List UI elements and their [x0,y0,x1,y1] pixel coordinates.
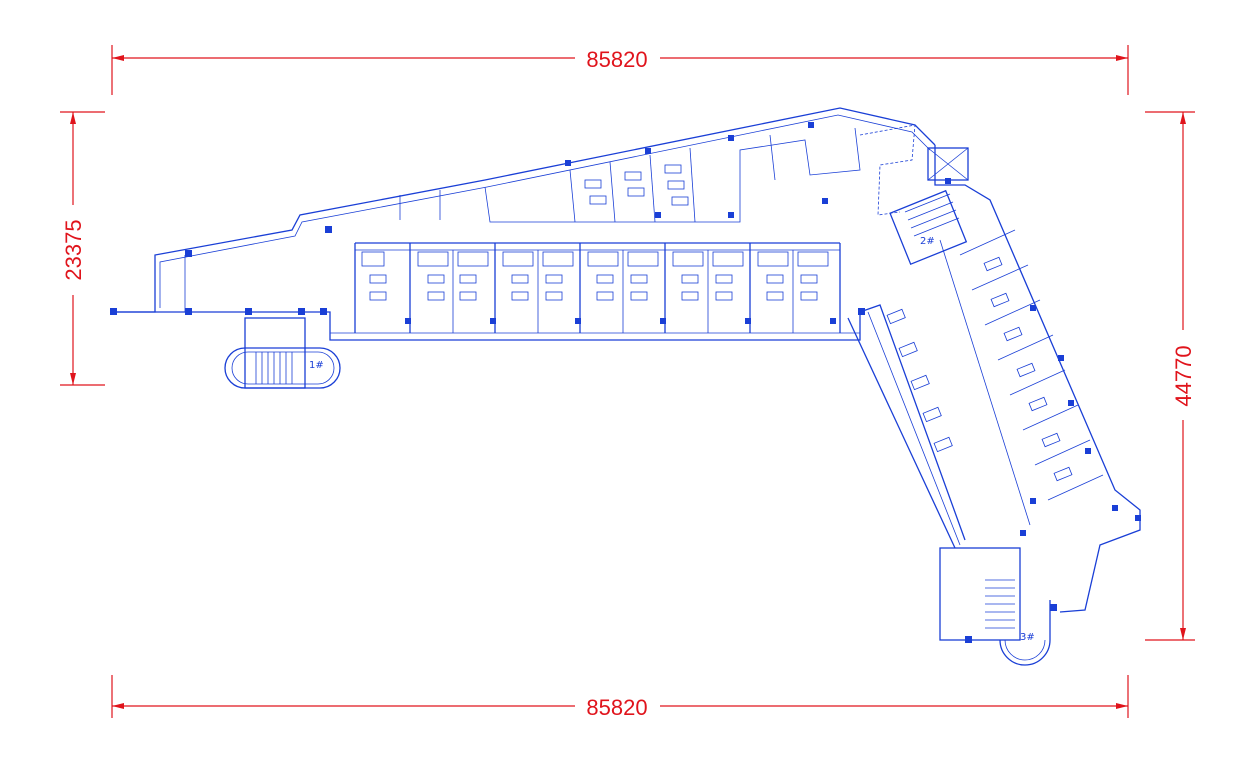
dimension-left: 23375 [60,111,105,386]
middle-wing-rooms [354,242,841,333]
structural-columns [110,122,1141,643]
stair-3-label: 3# [1020,632,1035,643]
stair-1-label: 1# [309,360,324,371]
dimension-left-label: 23375 [61,219,86,280]
dimension-top-label: 85820 [586,47,647,72]
dimension-right-label: 44770 [1171,345,1196,406]
building-outline [112,107,1141,666]
dimension-top: 85820 [111,45,1129,95]
dimension-bottom-label: 85820 [586,695,647,720]
dimension-right: 44770 [1145,111,1196,641]
stair-2-label: 2# [920,236,935,247]
north-rooms [399,124,916,223]
dimension-bottom: 85820 [111,675,1129,720]
stair-treads [255,193,1015,629]
diagonal-wing-rooms [886,229,1104,526]
